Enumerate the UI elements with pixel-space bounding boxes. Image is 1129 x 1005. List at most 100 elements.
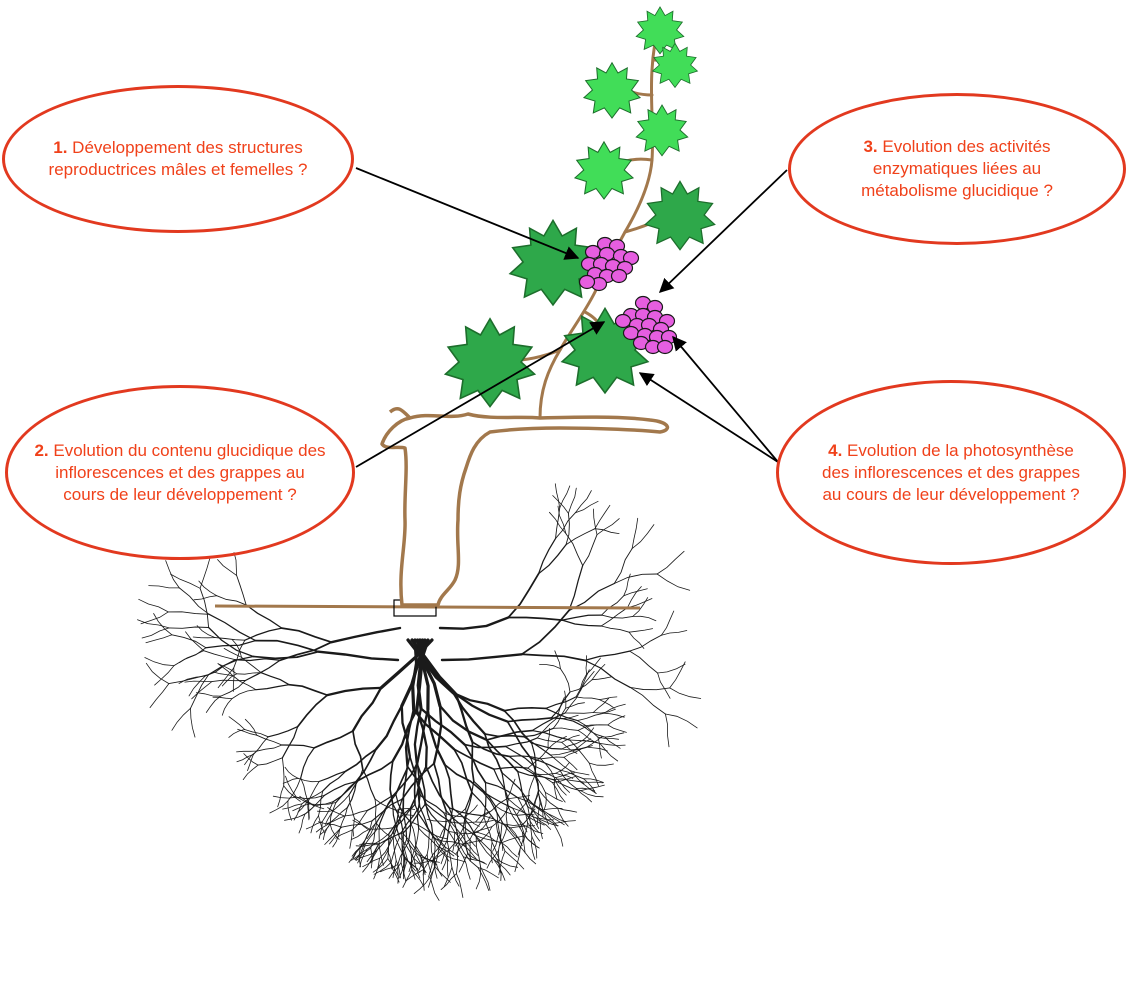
root-branch (545, 792, 563, 802)
root-branch (326, 686, 383, 697)
arrow-q2 (355, 321, 606, 468)
root-branch (465, 780, 475, 809)
root-branch (561, 739, 584, 750)
root-branch (574, 745, 593, 751)
root-branch (597, 736, 602, 759)
root-branch (593, 508, 598, 536)
root-branch (498, 850, 502, 874)
root-branch (362, 858, 380, 868)
root-branch (520, 846, 537, 865)
root-branch (591, 676, 612, 681)
root-branch (228, 729, 246, 738)
root-branch (267, 726, 299, 738)
root-branch (387, 858, 399, 877)
root-branch (498, 850, 506, 876)
root-branch (318, 815, 325, 834)
root-branch (536, 717, 558, 739)
root-branch (171, 634, 207, 649)
root-branch (538, 789, 558, 809)
root-branch (577, 720, 599, 738)
root-branch (525, 797, 549, 814)
root-branch (443, 812, 465, 818)
root-branch (601, 595, 625, 616)
root-branch (244, 659, 281, 682)
root-branch (480, 866, 491, 891)
root-branch (398, 858, 405, 879)
root-branch (522, 808, 536, 825)
root-branch (565, 702, 585, 709)
root-branch (300, 747, 315, 779)
root-branch (408, 841, 413, 870)
root-branch (236, 574, 247, 606)
root-branch (390, 862, 400, 883)
root-branch (481, 790, 514, 809)
root-branch (455, 838, 471, 855)
root-branch (448, 807, 460, 845)
root-branch (409, 820, 417, 846)
root-branch (167, 611, 210, 615)
root-branch (623, 573, 631, 597)
root-branch (213, 671, 234, 677)
root-branch (569, 770, 590, 776)
root-branch (520, 653, 586, 662)
root-branch (217, 663, 234, 677)
root-branch (471, 826, 493, 834)
root-branch (208, 613, 257, 642)
root-branch (475, 866, 481, 890)
root-branch (568, 487, 577, 514)
question-1-text: Développement des structures reproductri… (48, 138, 308, 179)
root-branch (354, 818, 369, 830)
root-branch (256, 744, 283, 752)
root-branch (404, 858, 421, 873)
root-branch (193, 595, 218, 601)
root-branch (456, 873, 464, 898)
root-branch (350, 828, 370, 840)
root-branch (540, 758, 556, 780)
root-branch (438, 704, 488, 742)
root-branch (588, 762, 614, 766)
root-branch (141, 627, 170, 639)
root-branch (373, 862, 392, 875)
root-branch (448, 830, 478, 835)
root-branch (371, 846, 380, 863)
root-branch (557, 807, 578, 813)
root-branch (531, 730, 571, 741)
root-branch (559, 668, 571, 693)
root-branch (506, 717, 553, 723)
root-branch (211, 679, 246, 683)
root-branch (352, 819, 370, 830)
root-branch (402, 803, 426, 834)
root-branch (629, 650, 659, 674)
question-4-bubble: 4. Evolution de la photosynthèse des inf… (776, 380, 1126, 565)
root-branch (538, 793, 544, 817)
root-branch (484, 781, 519, 799)
root-branch (351, 809, 369, 831)
root-branch (530, 836, 536, 860)
root-branch (402, 833, 408, 861)
root-branch (506, 778, 516, 800)
root-branch (440, 873, 457, 890)
root-branch (564, 690, 567, 709)
root-branch (549, 511, 567, 534)
root-branch (440, 653, 523, 662)
root-branch (252, 736, 269, 755)
root-branch (184, 680, 213, 683)
root-branch (584, 650, 631, 662)
root-branch (426, 853, 432, 873)
root-branch (476, 831, 497, 842)
root-branch (429, 876, 440, 901)
root-branch (582, 727, 595, 741)
root-branch (413, 859, 434, 864)
root-branch (493, 766, 529, 770)
root-branch (503, 706, 547, 712)
root-branch (402, 765, 409, 809)
root-branch (254, 639, 320, 653)
root-branch (317, 810, 334, 812)
root-branch (493, 768, 509, 800)
root-branch (216, 595, 247, 606)
root-branch (669, 687, 702, 699)
root-branch (362, 768, 376, 800)
root-branch (357, 843, 366, 864)
root-branch (282, 777, 299, 784)
arrow-q4-b (638, 372, 779, 463)
